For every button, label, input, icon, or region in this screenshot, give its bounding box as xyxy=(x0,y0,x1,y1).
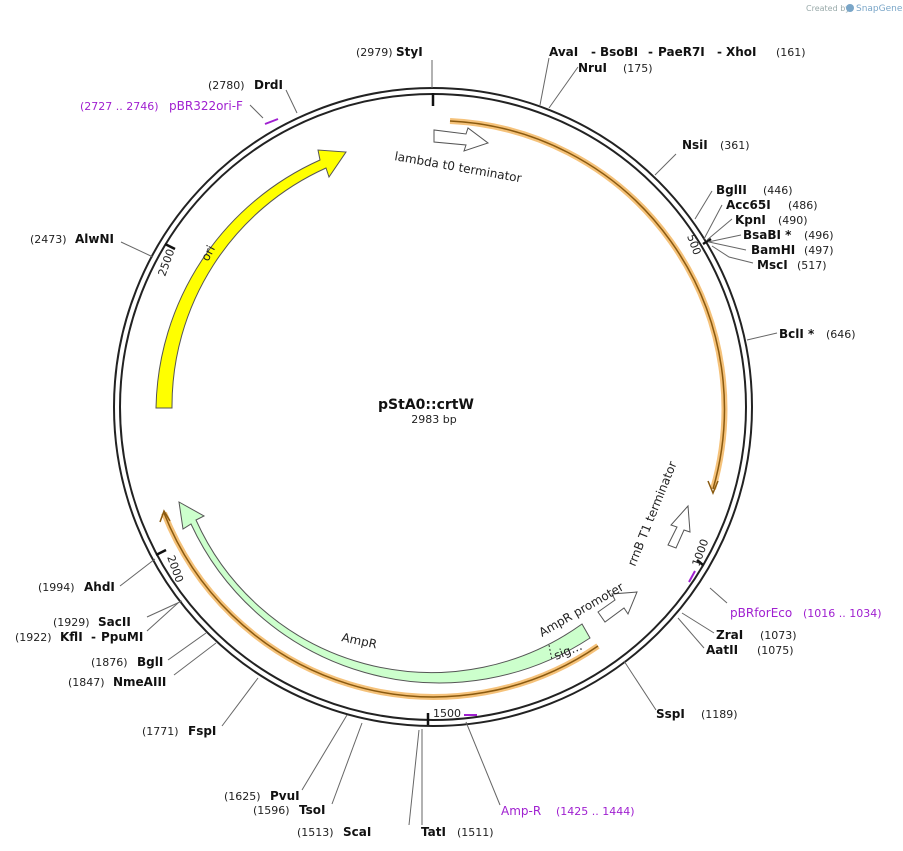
ori-feature-arrow[interactable] xyxy=(155,149,347,409)
site-name-bglii[interactable]: BglII xyxy=(716,183,747,197)
rrnb-terminator-arrow[interactable] xyxy=(667,504,691,549)
site-name-bcli[interactable]: BclI * xyxy=(779,327,815,341)
site-name-nrui[interactable]: NruI xyxy=(578,61,607,75)
primer-pos-pbrforeco: (1016 .. 1034) xyxy=(803,607,882,620)
site-name-aatii[interactable]: AatII xyxy=(706,643,738,657)
primer-name-pbrforeco[interactable]: pBRforEco xyxy=(730,606,792,620)
tick-mark-500 xyxy=(702,237,712,246)
primer-name-ampr[interactable]: Amp-R xyxy=(501,804,541,818)
tick-label-1500: 1500 xyxy=(433,707,461,720)
site-name-bgli[interactable]: BglI xyxy=(137,655,163,669)
lambda-terminator-arrow[interactable] xyxy=(433,127,490,152)
site-pos-bglii: (446) xyxy=(763,184,793,197)
primer-name-pbr322ori[interactable]: pBR322ori-F xyxy=(169,99,243,113)
site-name-kfli[interactable]: KflI xyxy=(60,630,83,644)
rrnb-terminator-label: rrnB T1 terminator xyxy=(625,459,680,568)
site-pos-bcli: (646) xyxy=(826,328,856,341)
lambda-terminator-label: lambda t0 terminator xyxy=(393,149,522,185)
snapgene-logo-icon xyxy=(846,4,854,12)
primer-pos-ampr: (1425 .. 1444) xyxy=(556,805,635,818)
site-name-kpni[interactable]: KpnI xyxy=(735,213,766,227)
site-pos-alwni: (2473) xyxy=(30,233,67,246)
site-pos-msci: (517) xyxy=(797,259,827,272)
tick-mark-2500 xyxy=(164,242,176,251)
site-pos-scai: (1513) xyxy=(297,826,334,839)
site-name-sacii[interactable]: SacII xyxy=(98,615,131,629)
site-pos-kfli: (1922) xyxy=(15,631,52,644)
site-pos-fspi: (1771) xyxy=(142,725,179,738)
site-pos-zrai: (1073) xyxy=(760,629,797,642)
site-pos-tati: (1511) xyxy=(457,826,494,839)
site-pos-nrui: (175) xyxy=(623,62,653,75)
site-pos-aatii: (1075) xyxy=(757,644,794,657)
site-name-tati[interactable]: TatI xyxy=(421,825,446,839)
site-name-nmeaiii[interactable]: NmeAIII xyxy=(113,675,166,689)
site-pos-bgli: (1876) xyxy=(91,656,128,669)
site-pos-nsii: (361) xyxy=(720,139,750,152)
site-name-msci[interactable]: MscI xyxy=(757,258,788,272)
site-pos-bamhi: (497) xyxy=(804,244,834,257)
site-sep-kfli: - xyxy=(91,630,96,644)
primer-marks xyxy=(264,118,696,716)
restriction-site-labels: (2979) StyI AvaI - BsoBI - PaeR7I - XhoI… xyxy=(15,45,856,839)
site-name-fspi[interactable]: FspI xyxy=(188,724,216,738)
site-name-avai[interactable]: AvaI xyxy=(549,45,578,59)
site-pos-avai: (161) xyxy=(776,46,806,59)
site-sep-2: - xyxy=(648,45,653,59)
site-name-ppumi[interactable]: PpuMI xyxy=(101,630,143,644)
site-name-acc65i[interactable]: Acc65I xyxy=(726,198,771,212)
ori-label: ori xyxy=(198,243,218,263)
site-name-ahdi[interactable]: AhdI xyxy=(84,580,115,594)
site-sep-3: - xyxy=(717,45,722,59)
site-name-nsii[interactable]: NsiI xyxy=(682,138,708,152)
tick-mark-2000 xyxy=(155,548,167,557)
site-name-drdi[interactable]: DrdI xyxy=(254,78,283,92)
site-leader-lines xyxy=(119,57,778,826)
site-name-styi[interactable]: StyI xyxy=(396,45,423,59)
site-name-tsoi[interactable]: TsoI xyxy=(299,803,325,817)
orf-band-bottom xyxy=(159,509,600,700)
credit-prefix: Created by xyxy=(806,4,850,13)
tick-mark-1000 xyxy=(696,559,704,566)
tick-label-2000: 2000 xyxy=(164,554,186,585)
site-name-scai[interactable]: ScaI xyxy=(343,825,371,839)
orf-band-right xyxy=(449,118,728,495)
site-name-bamhi[interactable]: BamHI xyxy=(751,243,795,257)
site-pos-pvui: (1625) xyxy=(224,790,261,803)
tick-label-1000: 1000 xyxy=(690,537,712,568)
credit-brand: SnapGene xyxy=(856,4,903,14)
site-name-paer7i[interactable]: PaeR7I xyxy=(658,45,705,59)
site-name-pvui[interactable]: PvuI xyxy=(270,789,300,803)
site-pos-nmeaiii: (1847) xyxy=(68,676,105,689)
tick-label-2500: 2500 xyxy=(156,247,178,278)
site-name-alwni[interactable]: AlwNI xyxy=(75,232,114,246)
site-pos-ahdi: (1994) xyxy=(38,581,75,594)
site-sep-1: - xyxy=(591,45,596,59)
site-pos-tsoi: (1596) xyxy=(253,804,290,817)
site-pos-acc65i: (486) xyxy=(788,199,818,212)
site-pos-styi: (2979) xyxy=(356,46,393,59)
primer-pos-pbr322ori: (2727 .. 2746) xyxy=(80,100,159,113)
tick-label-500: 500 xyxy=(684,233,703,257)
plasmid-length: 2983 bp xyxy=(411,413,456,426)
site-name-bsabi[interactable]: BsaBI * xyxy=(743,228,792,242)
site-name-xhoi[interactable]: XhoI xyxy=(726,45,757,59)
ampr-label: AmpR xyxy=(340,630,378,651)
plasmid-name: pStA0::crtW xyxy=(378,397,474,413)
ampr-feature-arrow[interactable] xyxy=(178,501,591,684)
site-name-sspi[interactable]: SspI xyxy=(656,707,685,721)
site-pos-sspi: (1189) xyxy=(701,708,738,721)
site-name-zrai[interactable]: ZraI xyxy=(716,628,743,642)
site-pos-kpni: (490) xyxy=(778,214,808,227)
site-pos-drdi: (2780) xyxy=(208,79,245,92)
site-pos-bsabi: (496) xyxy=(804,229,834,242)
site-pos-sacii: (1929) xyxy=(53,616,90,629)
site-name-bsobi[interactable]: BsoBI xyxy=(600,45,638,59)
primer-labels: (2727 .. 2746) pBR322ori-F pBRforEco (10… xyxy=(80,99,882,818)
sig-divider xyxy=(548,644,553,661)
ampr-promoter-arrow[interactable] xyxy=(597,591,638,623)
